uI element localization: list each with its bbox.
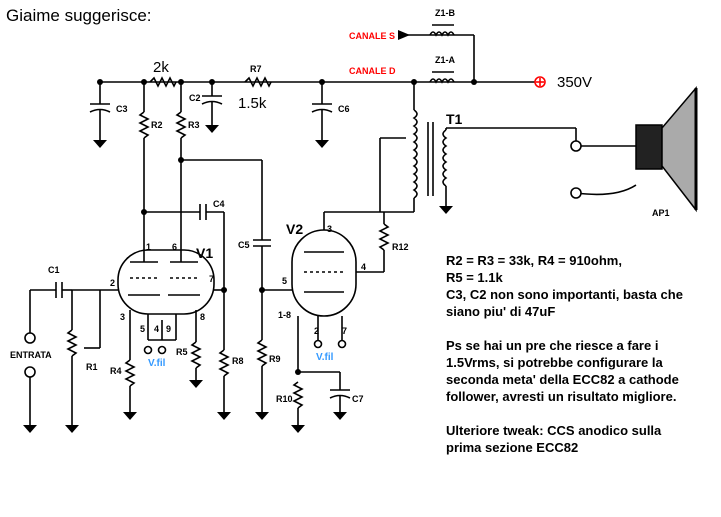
ground-symbols bbox=[23, 30, 453, 433]
choke-z1b bbox=[429, 31, 455, 37]
svg-text:2: 2 bbox=[314, 326, 319, 336]
resistor-r1 bbox=[66, 329, 78, 357]
label-vfil-v2: V.fil bbox=[316, 352, 334, 363]
svg-text:4: 4 bbox=[154, 324, 159, 334]
resistor-2k bbox=[149, 76, 177, 88]
resistor-r3 bbox=[175, 111, 187, 139]
svg-text:1: 1 bbox=[146, 242, 151, 252]
label-vfil-v1: V.fil bbox=[148, 358, 166, 369]
note-line: prima sezione ECC82 bbox=[446, 440, 579, 455]
svg-text:1-8: 1-8 bbox=[278, 310, 291, 320]
label-entrata: ENTRATA bbox=[10, 350, 52, 360]
note-line: Ulteriore tweak: CCS anodico sulla bbox=[446, 423, 662, 438]
label-canale-d: CANALE D bbox=[349, 66, 396, 76]
svg-text:5: 5 bbox=[140, 324, 145, 334]
svg-text:4: 4 bbox=[361, 262, 366, 272]
label-r2: R2 bbox=[151, 120, 163, 130]
svg-text:9: 9 bbox=[166, 324, 171, 334]
resistor-r2 bbox=[138, 111, 150, 139]
note-line: C3, C2 non sono importanti, basta che bbox=[446, 287, 683, 302]
label-2k: 2k bbox=[153, 59, 169, 76]
label-z1b: Z1-B bbox=[435, 8, 456, 18]
resistor-r4 bbox=[124, 359, 136, 387]
resistor-r7 bbox=[244, 76, 272, 88]
label-c6: C6 bbox=[338, 104, 350, 114]
label-1k5: 1.5k bbox=[238, 95, 267, 112]
label-r8: R8 bbox=[232, 356, 244, 366]
label-r1: R1 bbox=[86, 362, 98, 372]
note-line bbox=[446, 405, 683, 422]
note-line: R2 = R3 = 33k, R4 = 910ohm, bbox=[446, 253, 622, 268]
label-r3: R3 bbox=[188, 120, 200, 130]
resistor-r12 bbox=[378, 223, 390, 251]
label-t1: T1 bbox=[446, 111, 463, 127]
label-z1a: Z1-A bbox=[435, 55, 456, 65]
transformer-t1-primary bbox=[412, 109, 418, 199]
label-350v: 350V bbox=[557, 74, 592, 91]
input-terminal-hot bbox=[24, 332, 36, 344]
label-canale-s: CANALE S bbox=[349, 31, 395, 41]
note-line: 1.5Vrms, si potrebbe configurare la bbox=[446, 355, 663, 370]
svg-text:3: 3 bbox=[327, 224, 332, 234]
supply-terminal bbox=[534, 76, 546, 88]
label-c5: C5 bbox=[238, 240, 250, 250]
note-line: siano piu' di 47uF bbox=[446, 304, 556, 319]
note-line: R5 = 1.1k bbox=[446, 270, 503, 285]
note-line bbox=[446, 320, 683, 337]
label-c1: C1 bbox=[48, 265, 60, 275]
label-c3: C3 bbox=[116, 104, 128, 114]
label-v1: V1 bbox=[196, 245, 213, 261]
svg-text:7: 7 bbox=[209, 274, 214, 284]
label-r10: R10 bbox=[276, 394, 293, 404]
resistor-r10 bbox=[292, 381, 304, 409]
resistor-r5 bbox=[190, 341, 202, 369]
speaker-ap1 bbox=[635, 85, 698, 213]
tube-v1 bbox=[117, 249, 215, 315]
label-c7: C7 bbox=[352, 394, 364, 404]
svg-text:2: 2 bbox=[110, 278, 115, 288]
label-r4: R4 bbox=[110, 366, 122, 376]
resistor-r9 bbox=[256, 339, 268, 367]
note-line: seconda meta' della ECC82 a cathode bbox=[446, 372, 679, 387]
svg-text:8: 8 bbox=[200, 312, 205, 322]
svg-text:6: 6 bbox=[172, 242, 177, 252]
label-c2: C2 bbox=[189, 93, 201, 103]
diagram-heading: Giaime suggerisce: bbox=[6, 6, 152, 25]
note-line: Ps se hai un pre che riesce a fare i bbox=[446, 338, 659, 353]
label-ap1: AP1 bbox=[652, 208, 670, 218]
label-r7: R7 bbox=[250, 64, 262, 74]
notes-text: R2 = R3 = 33k, R4 = 910ohm, R5 = 1.1k C3… bbox=[446, 252, 683, 456]
label-c4: C4 bbox=[213, 199, 225, 209]
svg-text:3: 3 bbox=[120, 312, 125, 322]
svg-text:7: 7 bbox=[342, 326, 347, 336]
input-terminal-ground bbox=[24, 366, 36, 378]
label-r9: R9 bbox=[269, 354, 281, 364]
transformer-t1-secondary bbox=[442, 129, 448, 187]
label-r5: R5 bbox=[176, 347, 188, 357]
choke-z1a bbox=[429, 78, 455, 84]
note-line: follower, avresti un risultato migliore. bbox=[446, 389, 677, 404]
tube-v2 bbox=[291, 229, 357, 317]
resistor-r8 bbox=[218, 349, 230, 377]
label-r12: R12 bbox=[392, 242, 409, 252]
svg-text:5: 5 bbox=[282, 276, 287, 286]
label-v2: V2 bbox=[286, 221, 303, 237]
arrow-canale-s bbox=[398, 30, 410, 40]
